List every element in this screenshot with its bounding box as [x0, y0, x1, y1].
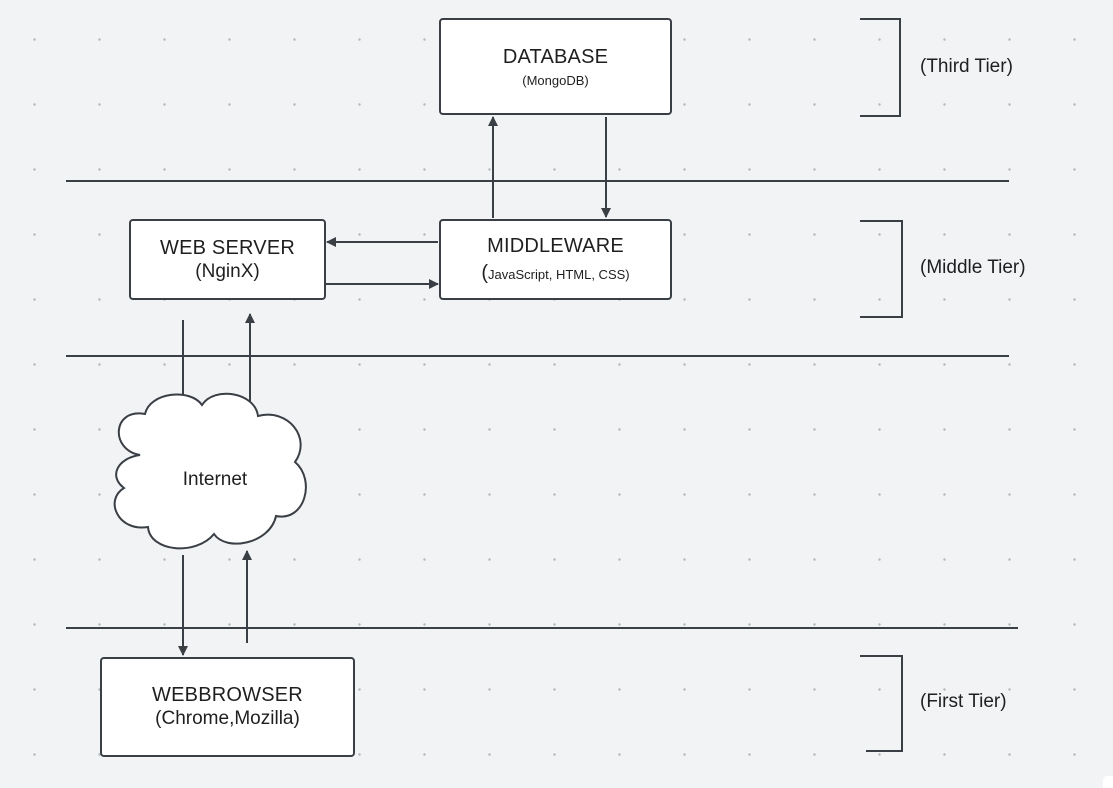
middle-tier-bracket — [860, 220, 903, 318]
middleware-node[interactable]: MIDDLEWARE (JavaScript, HTML, CSS) — [439, 219, 672, 300]
web-server-node[interactable]: WEB SERVER (NginX) — [129, 219, 326, 300]
cloud-icon — [113, 392, 307, 550]
web-server-title: WEB SERVER — [160, 236, 295, 259]
canvas-corner-tab — [1103, 776, 1113, 788]
middle-tier-label: (Middle Tier) — [920, 257, 1026, 278]
middleware-subtitle-row: (JavaScript, HTML, CSS) — [481, 261, 629, 285]
third-tier-label: (Third Tier) — [920, 56, 1013, 77]
first-tier-label: (First Tier) — [920, 691, 1007, 712]
database-title: DATABASE — [502, 45, 609, 68]
web-server-subtitle: (NginX) — [195, 260, 260, 282]
database-subtitle: (MongoDB) — [522, 72, 589, 88]
middleware-paren: ( — [481, 262, 489, 284]
first-tier-bracket — [860, 655, 903, 752]
internet-label: Internet — [182, 469, 248, 490]
database-node[interactable]: DATABASE (MongoDB) — [439, 18, 672, 115]
web-browser-subtitle: (Chrome,Mozilla) — [155, 708, 300, 730]
web-browser-title: WEBBROWSER — [152, 684, 303, 707]
middleware-title: MIDDLEWARE — [487, 235, 624, 257]
third-tier-bracket — [860, 18, 901, 117]
web-browser-node[interactable]: WEBBROWSER (Chrome,Mozilla) — [100, 657, 355, 757]
middleware-subtitle: JavaScript, HTML, CSS) — [488, 267, 630, 282]
